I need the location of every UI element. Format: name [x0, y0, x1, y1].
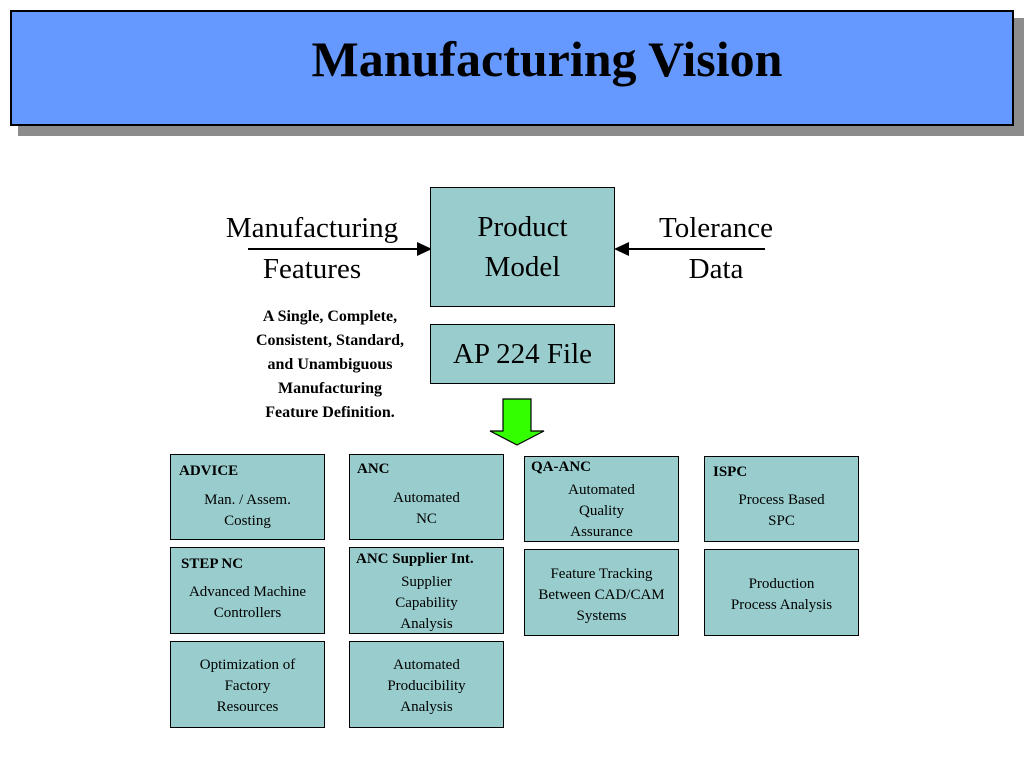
- right-arrow-head: [614, 242, 629, 256]
- box-advice: ADVICE Man. / Assem.Costing: [170, 454, 325, 540]
- feature-definition-description: A Single, Complete, Consistent, Standard…: [255, 308, 405, 421]
- ap224-file-box: AP 224 File: [430, 324, 615, 384]
- page-title: Manufacturing Vision: [311, 31, 783, 87]
- tolerance-data-label: Tolerance Data: [659, 212, 773, 285]
- down-arrow-icon: [489, 398, 545, 446]
- manufacturing-features-label: Manufacturing Features: [225, 212, 399, 285]
- left-arrow-head: [417, 242, 432, 256]
- product-model-box: Product Model: [430, 187, 615, 307]
- title-banner: [10, 10, 1014, 126]
